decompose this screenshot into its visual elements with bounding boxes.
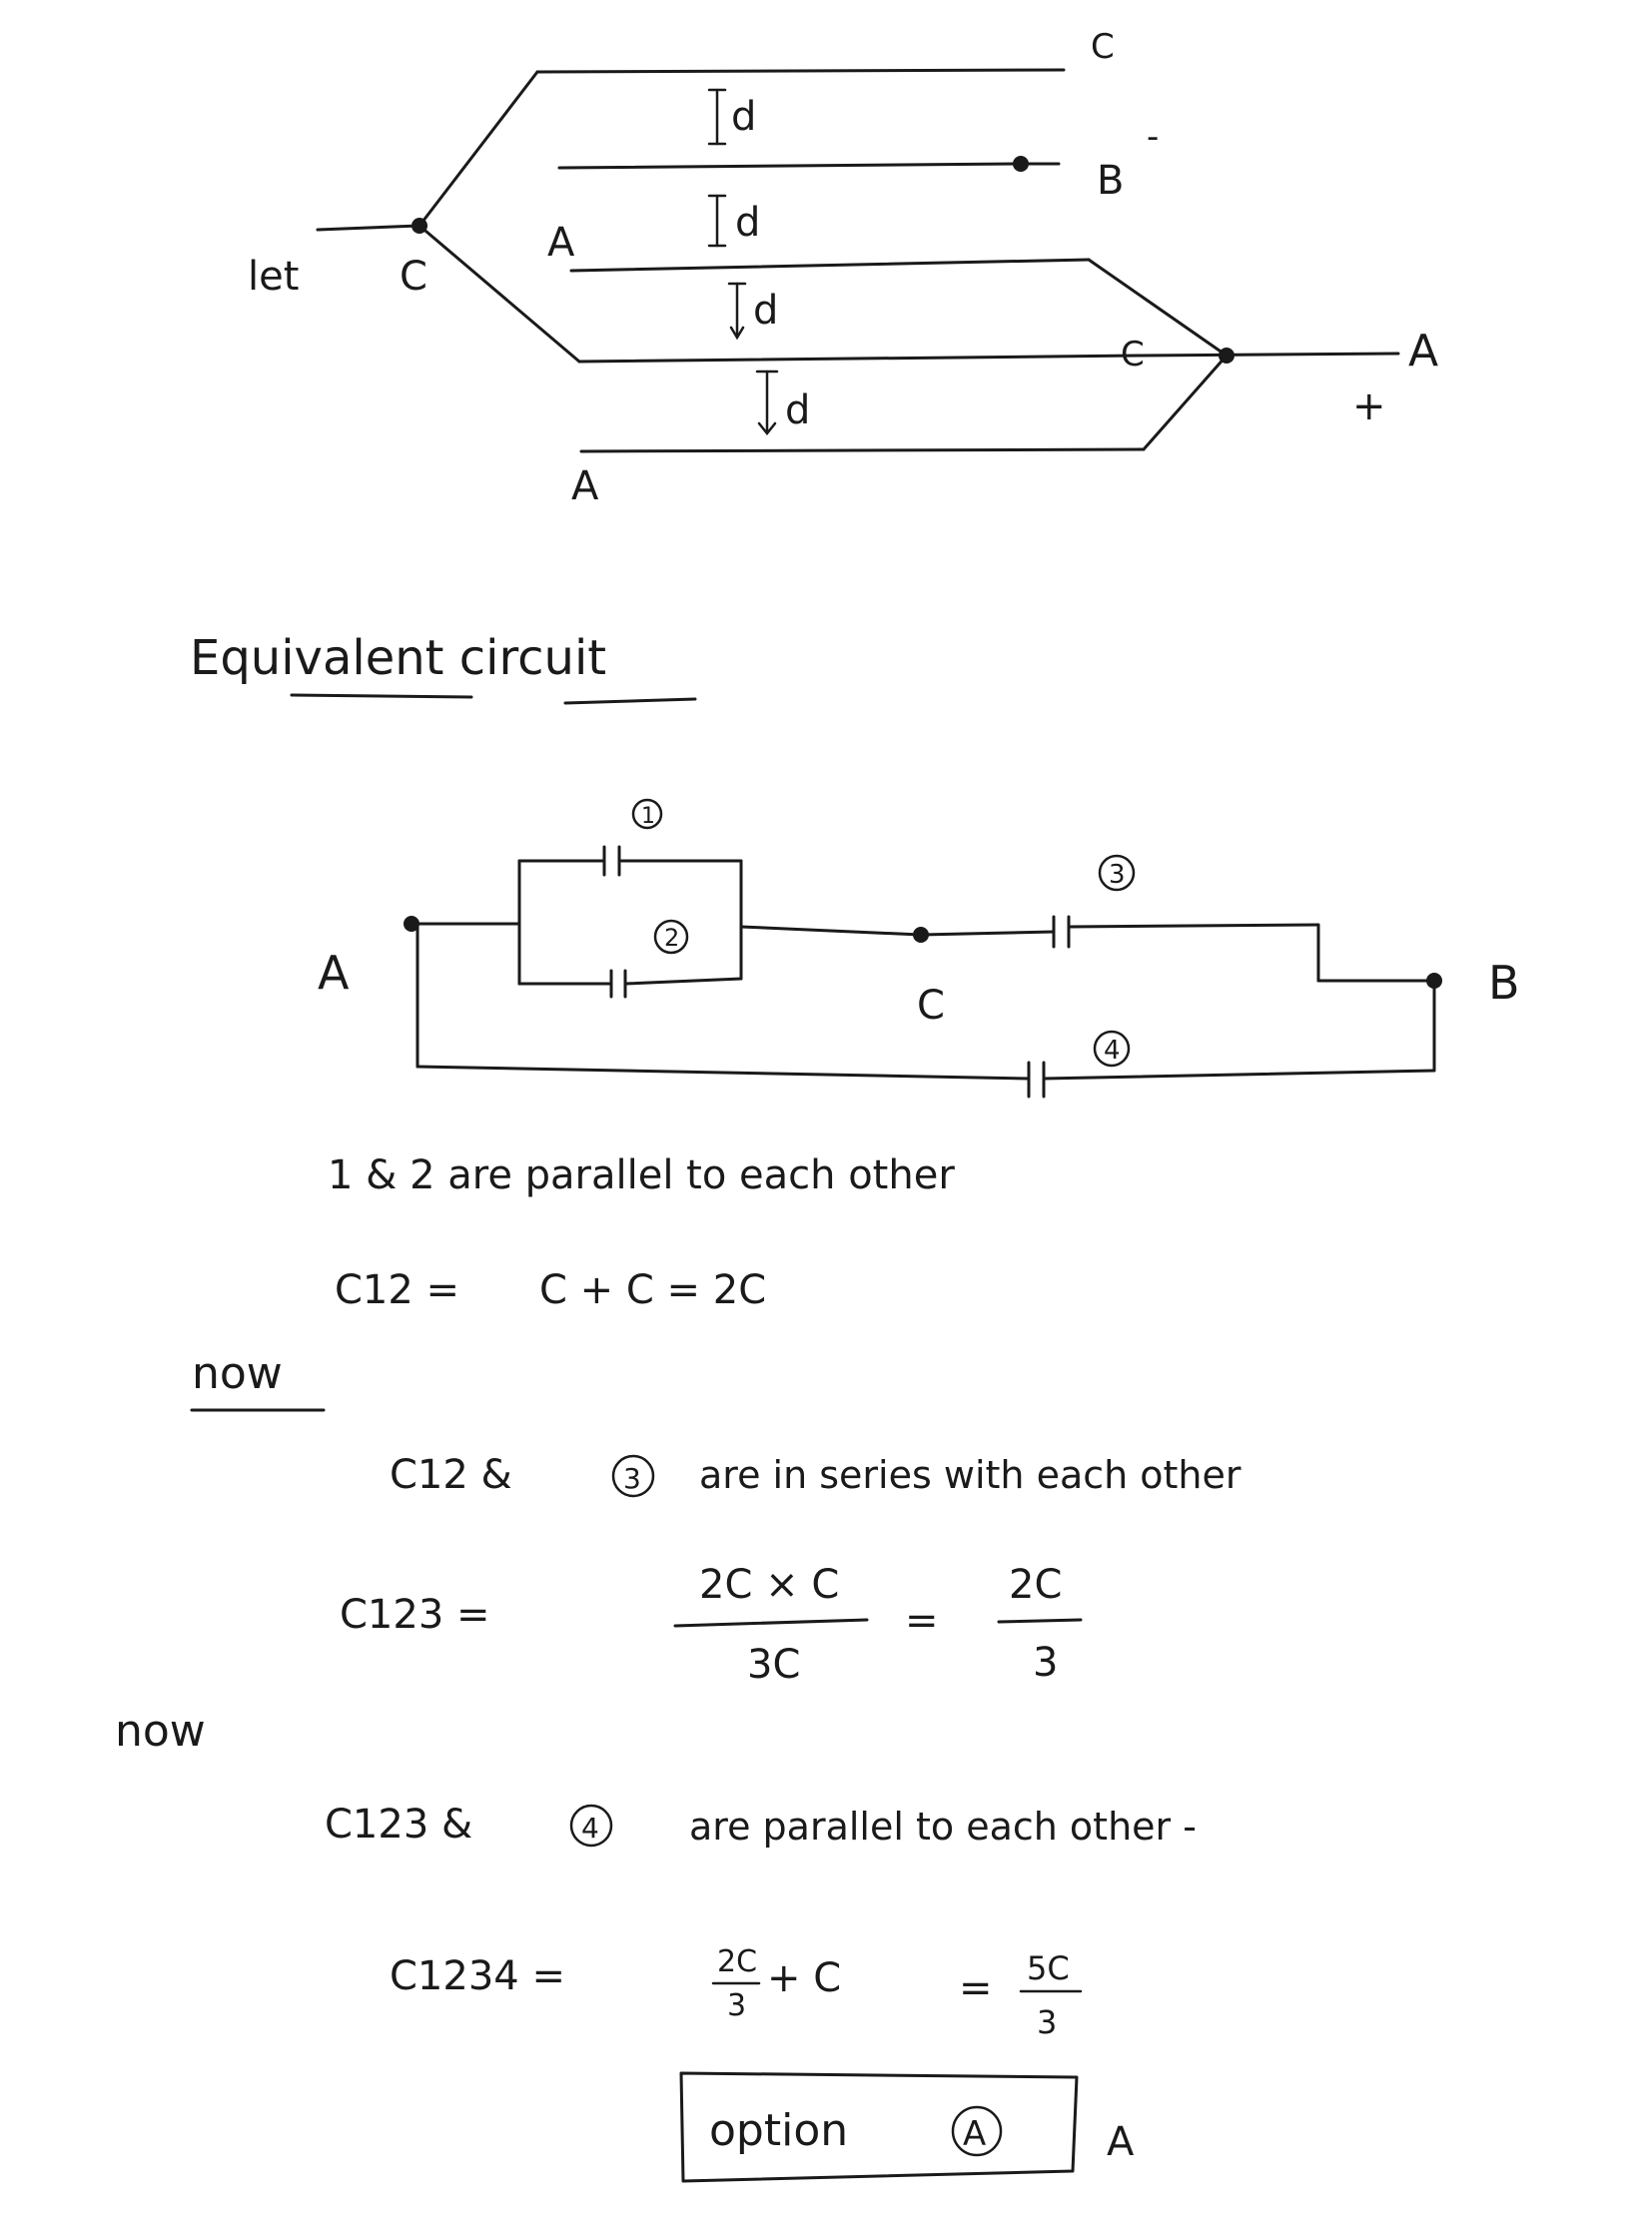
answer-mark: A	[1107, 2119, 1135, 2165]
gap-label-2: d	[735, 200, 760, 246]
c123-fraction-bar	[673, 1618, 869, 1628]
cap-4-marker	[1093, 1030, 1131, 1068]
gap-label-1: d	[731, 94, 756, 140]
node-b-label: B	[1097, 158, 1124, 204]
node-b-sign: -	[1147, 117, 1159, 157]
plus-sign: +	[1352, 383, 1386, 429]
series-prefix: C12 &	[390, 1452, 512, 1498]
c123-result-denominator: 3	[1033, 1640, 1058, 1686]
c12-rhs: C + C = 2C	[539, 1267, 766, 1313]
plate-4	[577, 354, 1141, 364]
bottom-a-label: A	[571, 463, 599, 509]
node-c-label: C	[917, 983, 945, 1029]
wire-right-up	[1087, 258, 1229, 358]
equivalent-circuit: 1 2 3 4 A B C	[318, 798, 1520, 1099]
c1234-lhs: C1234 =	[390, 1953, 565, 1999]
node-c-left-label: C	[400, 254, 427, 300]
cap-1-number: 1	[641, 804, 655, 829]
node-a-right-label: A	[1408, 326, 1438, 376]
c1234-frac-denominator: 3	[727, 1988, 746, 2023]
c1234-plus-c: + C	[767, 1955, 841, 2001]
c1234-result-denominator: 3	[1037, 2003, 1057, 2041]
node-b	[1013, 156, 1029, 172]
option-text: option	[709, 2105, 848, 2156]
gap-marker-4	[755, 370, 779, 436]
node-a	[404, 916, 419, 932]
c123-result-numerator: 2C	[1009, 1562, 1062, 1608]
wire-right-down	[1142, 354, 1229, 451]
equivalent-heading: Equivalent circuit	[190, 630, 606, 686]
plate-3	[569, 258, 1091, 273]
wire-left-in	[316, 224, 421, 232]
calculation-steps: 1 & 2 are parallel to each other C12 = C…	[115, 1152, 1241, 2183]
gap-label-3: d	[753, 288, 778, 334]
heading-underline-2	[563, 697, 697, 705]
c123-denominator: 3C	[747, 1642, 800, 1688]
plate-5	[579, 447, 1146, 453]
c123-result-bar	[997, 1618, 1083, 1624]
gap-marker-3	[727, 282, 747, 341]
wire-left-down	[417, 224, 581, 364]
option-circle	[951, 2105, 1003, 2157]
c1234-result-numerator: 5C	[1027, 1949, 1070, 1987]
cap-2-number: 2	[664, 924, 679, 952]
series-circle-number: 3	[623, 1462, 641, 1495]
cap-2-marker	[653, 919, 689, 955]
cap-4-number: 4	[1104, 1036, 1121, 1066]
cap-3-number: 3	[1109, 860, 1126, 890]
option-letter: A	[963, 2114, 986, 2154]
series-circle	[611, 1454, 655, 1498]
c12-lhs: C12 =	[335, 1267, 459, 1313]
answer-box	[679, 2071, 1079, 2183]
parallel-prefix: C123 &	[325, 1802, 472, 1848]
plate-1	[535, 68, 1066, 74]
node-c-left	[412, 218, 427, 234]
terminal-b-label: B	[1488, 956, 1520, 1010]
c1234-frac-numerator: 2C	[717, 1944, 757, 1979]
gap-marker-1	[707, 88, 727, 146]
cap-3-marker	[1098, 854, 1136, 892]
c123-equals: =	[905, 1598, 939, 1644]
plate-top-label: C	[1091, 27, 1115, 67]
plate-arrangement-diagram: d d d d let C C B - A C A + A	[248, 27, 1438, 509]
c123-lhs: C123 =	[340, 1592, 490, 1638]
series-statement: are in series with each other	[699, 1453, 1241, 1497]
now-label-1: now	[192, 1348, 283, 1399]
cap-1-marker	[631, 798, 663, 830]
wire-right-out	[1137, 352, 1400, 358]
wire-left-up	[417, 70, 539, 228]
now-label-2: now	[115, 1706, 206, 1757]
node-a-right	[1219, 348, 1235, 364]
parallel-statement-2: are parallel to each other -	[689, 1805, 1197, 1849]
parallel-circle	[569, 1804, 613, 1848]
terminal-a-label: A	[318, 946, 350, 1000]
left-a-label: A	[547, 220, 575, 266]
heading-underline-1	[290, 693, 473, 699]
c123-numerator: 2C × C	[699, 1562, 839, 1608]
parallel-statement: 1 & 2 are parallel to each other	[328, 1152, 955, 1198]
right-c-label: C	[1121, 335, 1145, 374]
gap-marker-2	[707, 194, 727, 248]
let-label: let	[248, 254, 299, 300]
parallel-circle-number: 4	[581, 1812, 599, 1845]
gap-label-4: d	[785, 387, 810, 433]
plate-2	[557, 162, 1023, 170]
c1234-equals: =	[959, 1965, 993, 2011]
